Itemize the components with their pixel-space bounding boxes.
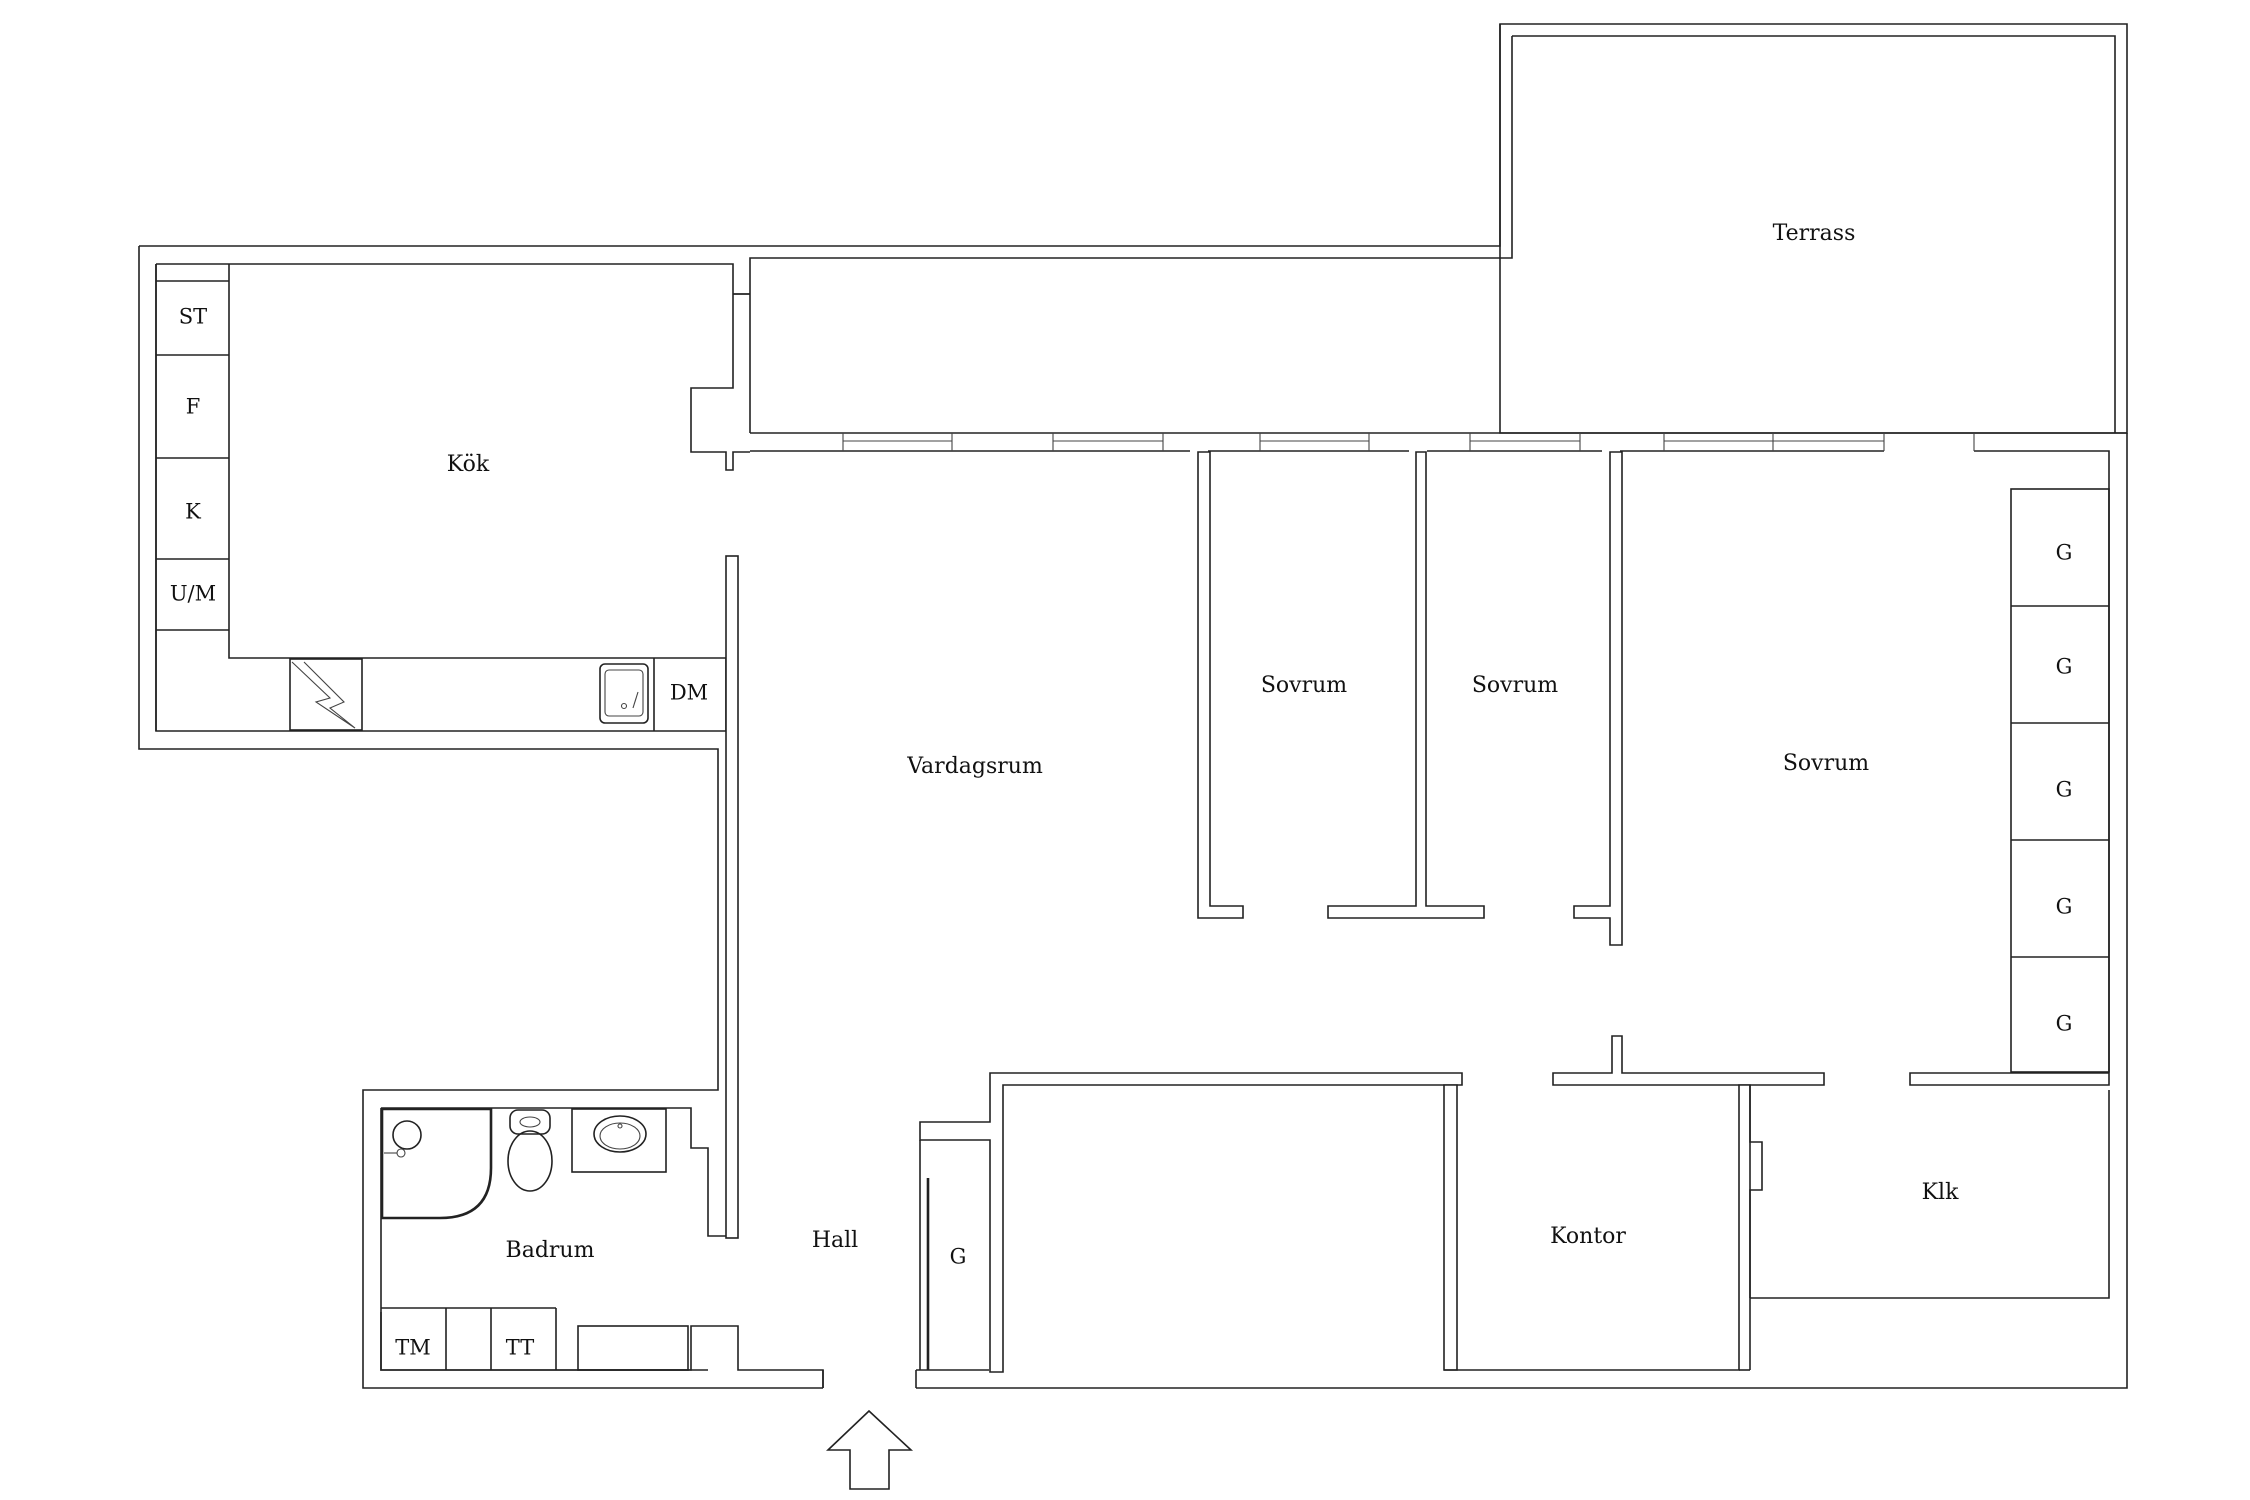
dishwasher-label: DM	[670, 681, 708, 705]
stove-label: ST	[179, 305, 207, 329]
interior-walls	[725, 451, 2110, 1373]
walk-in-closet-label: Klk	[1922, 1180, 1959, 1205]
terrace	[749, 23, 2128, 434]
oven-microwave-label: U/M	[170, 582, 216, 606]
bathroom: Badrum TM TT	[380, 1107, 824, 1388]
entrance-arrow-icon	[825, 1409, 914, 1490]
terrace-label: Terrass	[1773, 221, 1856, 246]
bedroom-3-label: Sovrum	[1783, 751, 1869, 776]
hall-label: Hall	[812, 1228, 858, 1253]
windows	[842, 433, 1975, 451]
hall-wardrobe-label: G	[950, 1245, 967, 1269]
toilet-icon	[507, 1109, 553, 1192]
bedroom-1-label: Sovrum	[1261, 673, 1347, 698]
wardrobe-label: G	[2056, 541, 2073, 565]
living-room-label: Vardagsrum	[906, 754, 1043, 779]
wardrobe-label: G	[2056, 778, 2073, 802]
fridge-label: F	[186, 395, 201, 419]
wardrobe-label: G	[2056, 655, 2073, 679]
office-label: Kontor	[1550, 1224, 1626, 1249]
tumble-dryer-label: TT	[506, 1336, 534, 1360]
bedroom-2-label: Sovrum	[1472, 673, 1558, 698]
washing-machine-label: TM	[395, 1336, 431, 1360]
wardrobe-label: G	[2056, 1012, 2073, 1036]
sink-icon	[599, 663, 649, 724]
stovetop-icon	[289, 658, 363, 731]
freezer-label: K	[185, 500, 201, 524]
bathroom-label: Badrum	[506, 1238, 595, 1263]
washbasin-icon	[571, 1108, 667, 1173]
kitchen: Kök ST F K U/M DM	[155, 264, 750, 731]
wardrobe-label: G	[2056, 895, 2073, 919]
kitchen-label: Kök	[447, 452, 490, 477]
shower-icon	[380, 1107, 493, 1220]
